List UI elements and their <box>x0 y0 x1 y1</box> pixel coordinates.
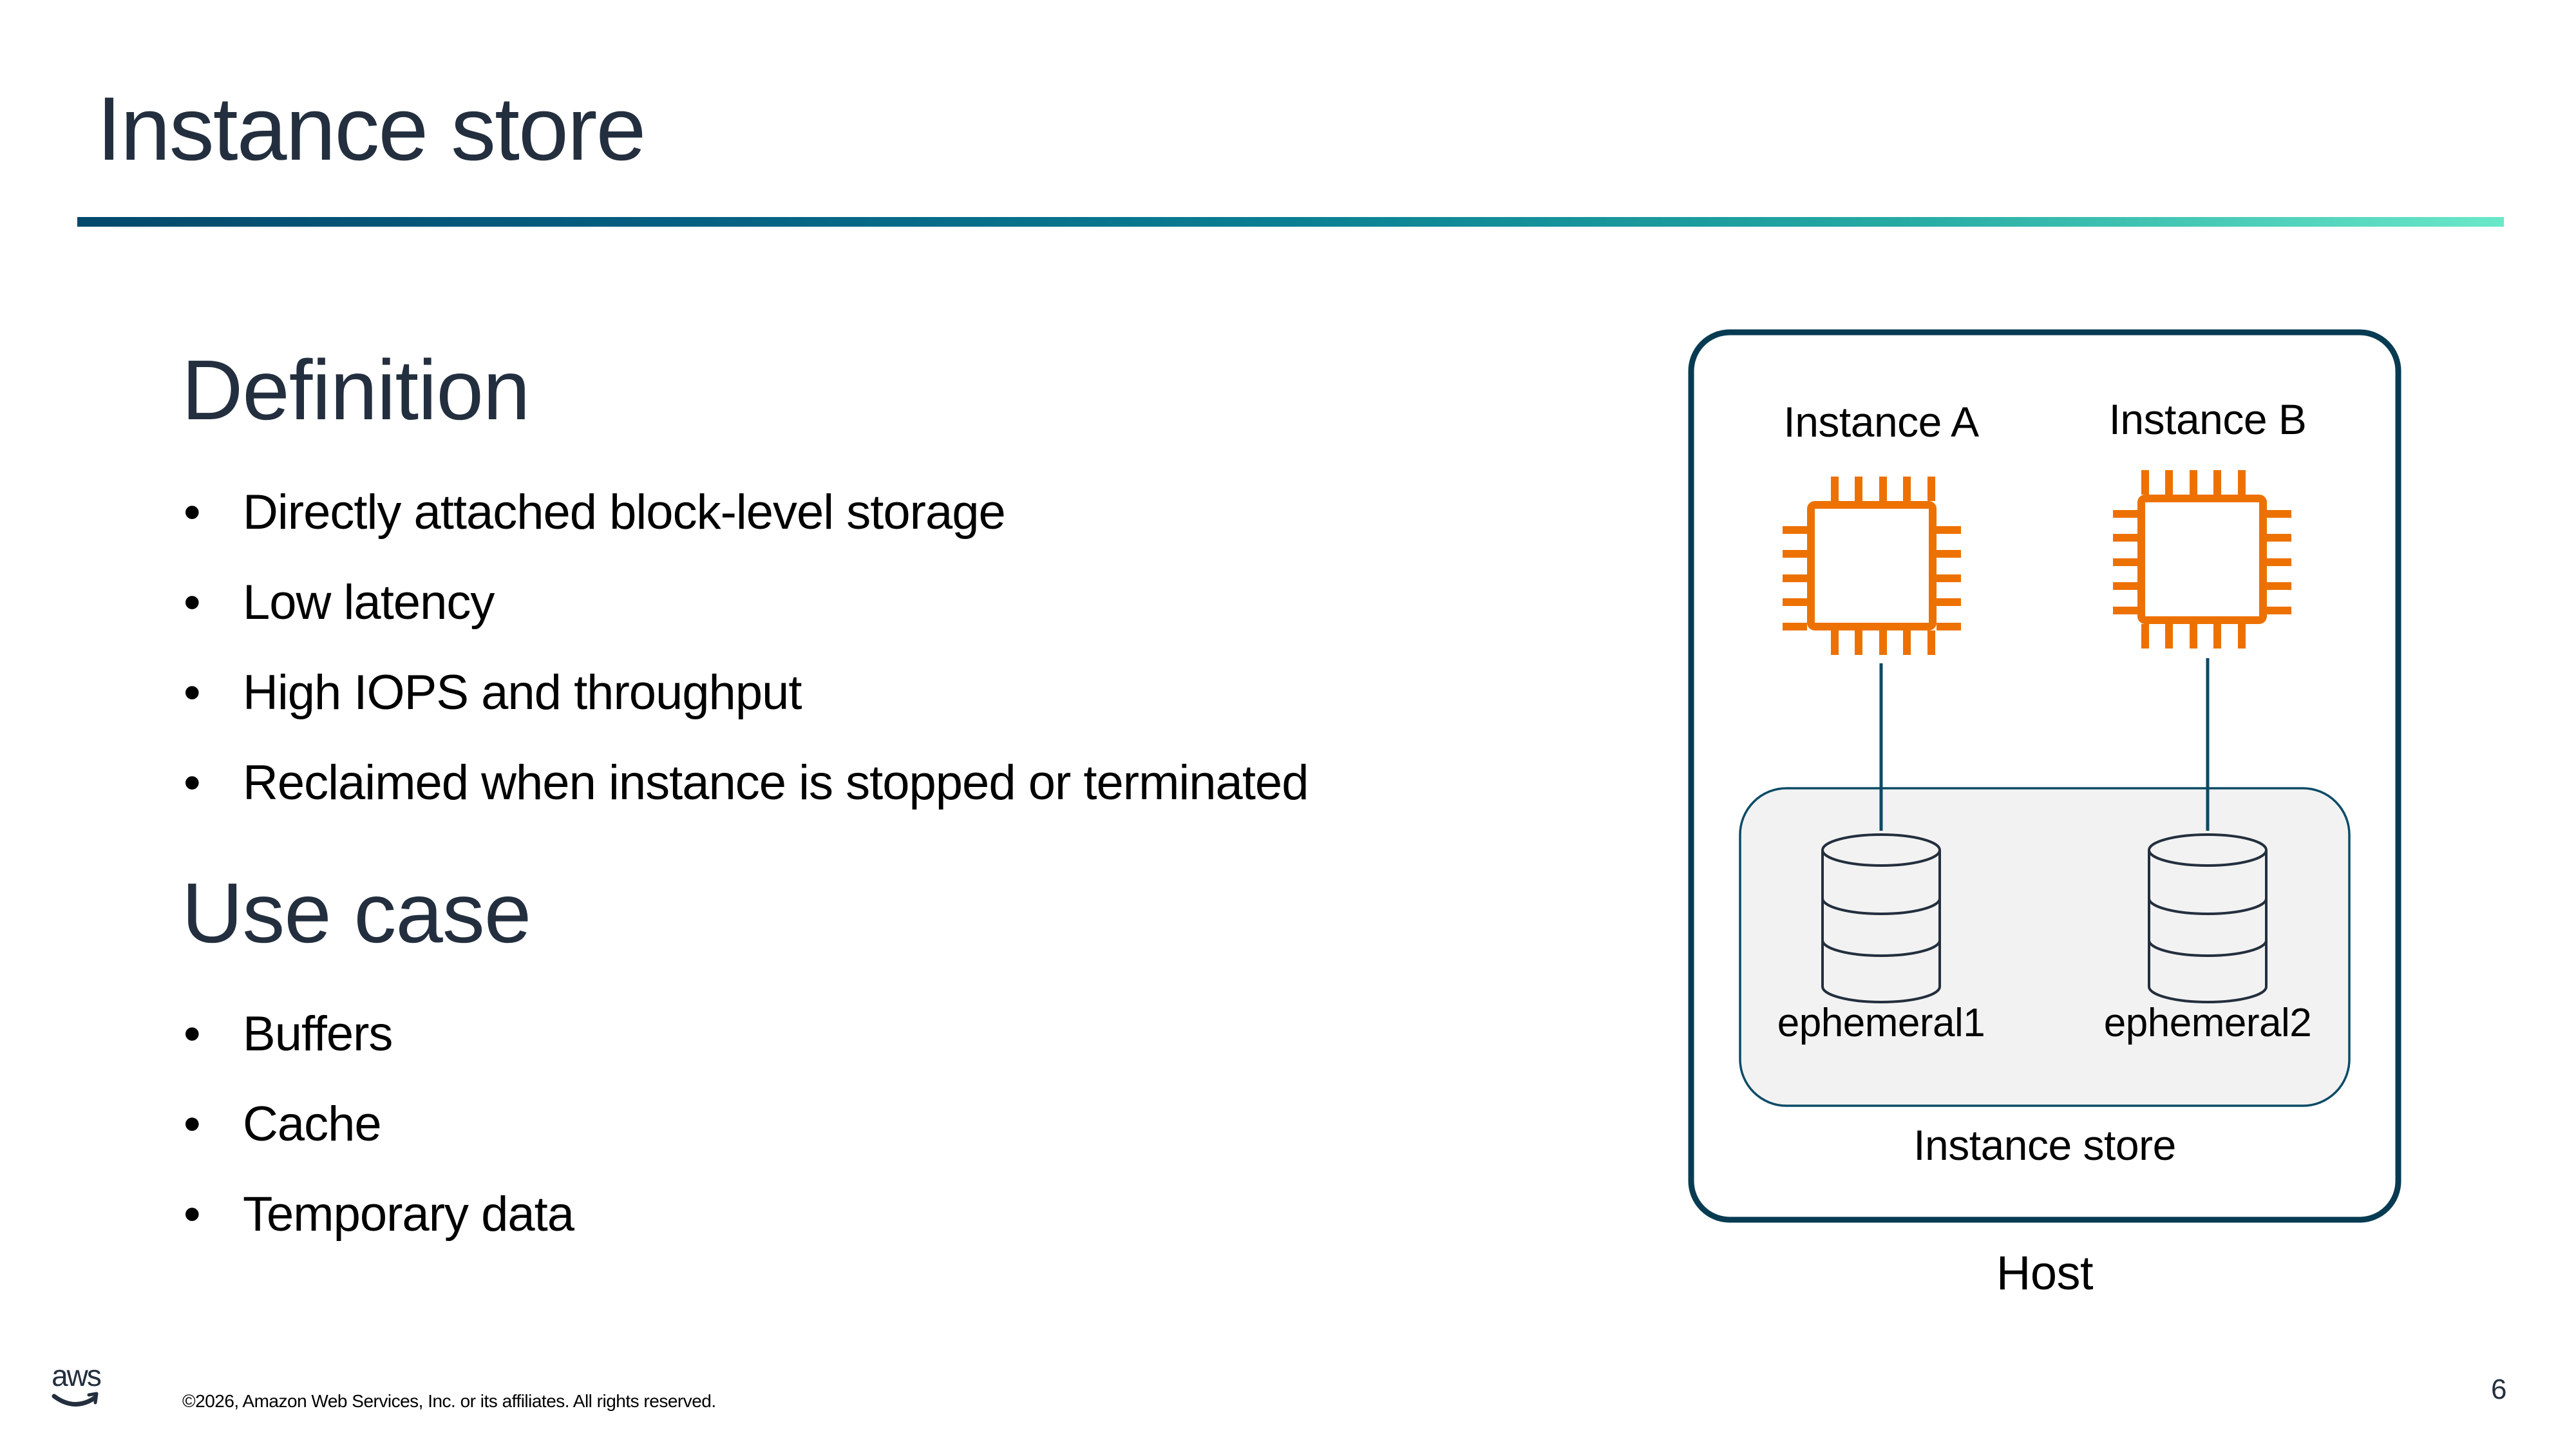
copyright-text: ©2026, Amazon Web Services, Inc. or its … <box>182 1391 716 1411</box>
use-case-heading: Use case <box>182 866 531 960</box>
ephemeral2-label: ephemeral2 <box>2103 1001 2312 1045</box>
instance-store-box <box>1739 787 2351 1107</box>
instance-b-label: Instance B <box>2108 395 2307 443</box>
page-number: 6 <box>2491 1374 2507 1405</box>
bullet-text: Reclaimed when instance is stopped or te… <box>243 755 1309 810</box>
bullet-icon: • <box>184 755 201 810</box>
aws-logo-text: aws <box>52 1359 101 1392</box>
instance-a-label: Instance A <box>1783 398 1979 446</box>
bullet-icon: • <box>184 1097 201 1151</box>
instance-store-label: Instance store <box>1913 1121 2176 1169</box>
slide-title: Instance store <box>97 78 646 179</box>
bullet-icon: • <box>184 665 201 720</box>
bullet-text: Directly attached block-level storage <box>243 485 1006 540</box>
database-icon <box>2148 833 2268 1003</box>
definition-heading: Definition <box>182 343 530 437</box>
bullet-text: Temporary data <box>243 1187 574 1242</box>
bullet-text: High IOPS and throughput <box>243 665 802 720</box>
database-icon <box>1821 833 1941 1003</box>
bullet-icon: • <box>184 575 201 630</box>
bullet-icon: • <box>184 485 201 540</box>
bullet-text: Buffers <box>243 1007 393 1061</box>
cpu-chip-icon <box>2113 470 2291 649</box>
host-label: Host <box>1996 1246 2094 1300</box>
bullet-text: Low latency <box>243 575 495 630</box>
bullet-text: Cache <box>243 1097 382 1151</box>
bullet-icon: • <box>184 1187 201 1242</box>
bullet-icon: • <box>184 1007 201 1061</box>
title-gradient-bar <box>77 217 2504 227</box>
aws-logo-icon: aws <box>52 1359 102 1406</box>
ephemeral1-label: ephemeral1 <box>1777 1001 1985 1045</box>
cpu-chip-icon <box>1783 477 1961 655</box>
